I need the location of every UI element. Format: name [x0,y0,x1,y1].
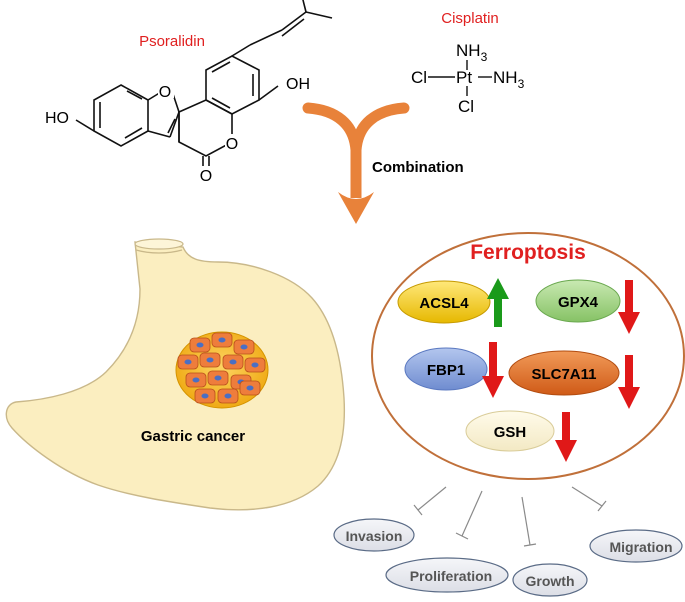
inhibit-growth-line [521,496,531,546]
psoralidin-oh-right: OH [286,76,310,93]
cisplatin-nh3-right: NH3 [493,68,525,91]
tumor-cell-nucleus [218,337,226,343]
psoralidin-furan-oxygen: O [159,84,171,101]
inhibit-invasion-line [417,486,447,511]
cisplatin-name: Cisplatin [441,10,499,27]
psoralidin-carbonyl-oxygen: O [200,168,212,185]
marker-gpx4: GPX4 [535,279,621,323]
outcome-invasion: Invasion [333,518,415,552]
outcome-migration-label: Migration [610,539,673,555]
cisplatin-structure: Cisplatin NH3 Cl Pt NH3 Cl [411,10,525,116]
marker-fbp1: FBP1 [404,347,488,391]
psoralidin-prenyl-chain [231,44,251,57]
psoralidin-ring-a [93,84,149,147]
outcome-proliferation: Proliferation [385,557,509,593]
arrow-down-gsh [555,412,577,462]
combination-arrow [302,102,410,224]
outcome-growth-label: Growth [526,573,575,589]
tumor-cells [177,332,266,404]
marker-gsh-label: GSH [494,424,527,441]
psoralidin-name: Psoralidin [139,33,205,50]
marker-gpx4-label: GPX4 [558,294,599,311]
stomach-label: Gastric cancer [141,428,245,445]
arrow-down-slc7a11 [618,355,640,409]
tumor-cell-nucleus [196,342,204,348]
tumor-cell-nucleus [240,344,248,350]
tumor-cell-nucleus [206,357,214,363]
outcome-invasion-label: Invasion [346,528,403,544]
tumor-mass [175,331,269,409]
psoralidin-lactone-oxygen: O [226,136,238,153]
arrow-down-fbp1 [482,342,504,398]
marker-fbp1-label: FBP1 [427,362,465,379]
tumor-cell-nucleus [184,359,192,365]
tumor-cell-nucleus [214,375,222,381]
cisplatin-nh3-top: NH3 [456,41,488,64]
ferroptosis-title: Ferroptosis [470,241,586,264]
combination-label: Combination [372,159,464,176]
cisplatin-cl-left: Cl [411,68,427,87]
tumor-cell-nucleus [246,385,254,391]
marker-gsh: GSH [465,410,555,452]
tumor-cell-nucleus [192,377,200,383]
outcome-growth: Growth [512,563,588,597]
psoralidin-oh-left: HO [45,110,69,127]
tumor-cell-nucleus [229,359,237,365]
outcome-proliferation-label: Proliferation [410,568,492,584]
marker-acsl4: ACSL4 [397,280,491,324]
marker-acsl4-label: ACSL4 [419,295,469,312]
inhibition-lines [413,486,607,547]
inhibit-proliferation-line [461,490,483,537]
psoralidin-atom-labels: O O O HO OH Psoralidin [45,33,310,185]
tumor-cell-nucleus [224,393,232,399]
psoralidin-ring-d [205,55,260,115]
tumor-cell-nucleus [251,362,259,368]
marker-slc7a11: SLC7A11 [508,350,620,396]
arrow-down-gpx4 [618,280,640,334]
arrow-up-acsl4 [487,278,509,327]
ferroptosis-boundary [371,232,685,480]
marker-slc7a11-label: SLC7A11 [531,366,596,383]
cisplatin-cl-bottom: Cl [458,97,474,116]
stomach-illustration [5,238,346,511]
psoralidin-ring-c [178,99,233,157]
inhibit-migration-line [571,486,603,507]
tumor-cell-nucleus [201,393,209,399]
outcome-migration: Migration [589,529,683,563]
cisplatin-pt: Pt [456,68,472,87]
